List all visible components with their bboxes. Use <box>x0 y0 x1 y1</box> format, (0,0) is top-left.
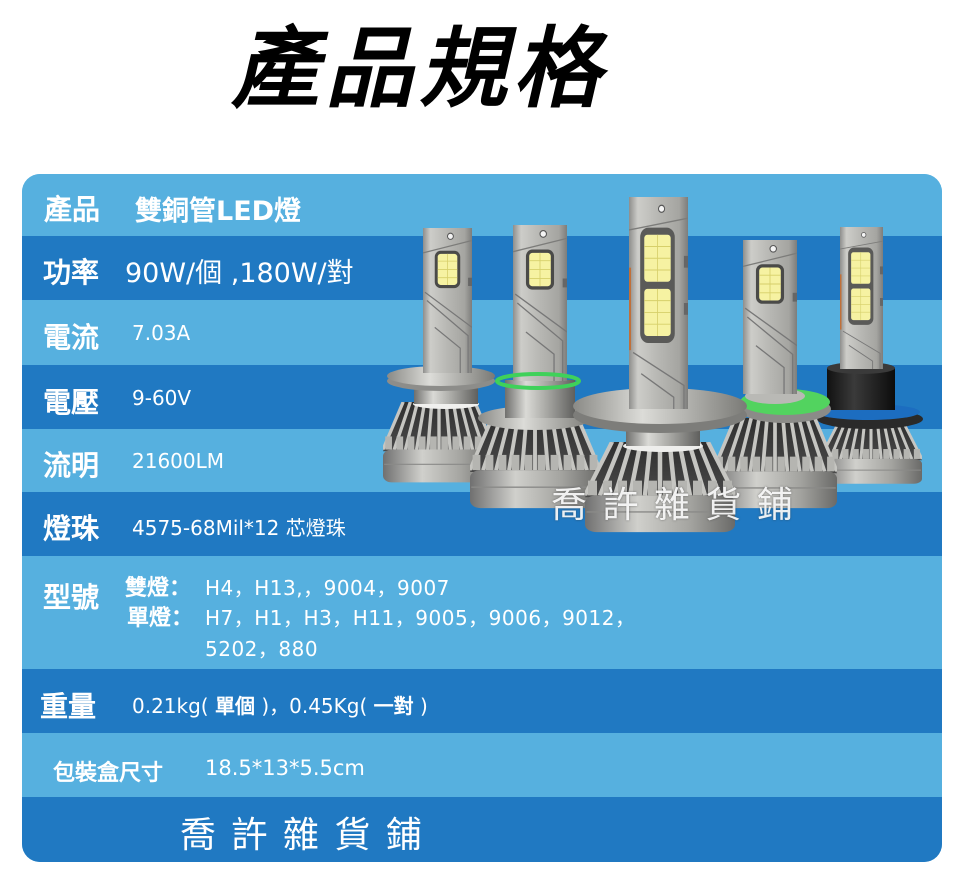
page-title: 產品規格 <box>226 17 627 120</box>
spec-row-current: 電流 7.03A <box>22 300 942 365</box>
spec-value: 21600LM <box>132 449 225 473</box>
spec-row-weight: 重量 0.21kg( 單個 )，0.45Kg( 一對 ) <box>22 669 942 733</box>
spec-label: 型號 <box>43 581 100 614</box>
shop-name: 喬 許 雜 貨 鋪 <box>180 815 424 856</box>
spec-label: 流明 <box>43 449 100 482</box>
spec-row-lumen: 流明 21600LM <box>22 429 942 492</box>
spec-label: 電流 <box>43 321 100 354</box>
spec-value: 雙銅管LED燈 <box>135 196 302 227</box>
spec-label: 電壓 <box>43 386 100 419</box>
spec-value: 90W/個 ,180W/對 <box>125 258 354 289</box>
spec-value: 9-60V <box>132 386 192 410</box>
spec-row-voltage: 電壓 9-60V <box>22 365 942 429</box>
weight-close: ) <box>413 694 428 718</box>
spec-row-led-chip: 燈珠 4575-68Mil*12 芯燈珠 <box>22 492 942 556</box>
model-single-line: H7，H1，H3，H11，9005，9006，9012， <box>205 606 636 630</box>
spec-label: 功率 <box>43 256 100 289</box>
spec-footer-row: 喬 許 雜 貨 鋪 <box>22 797 942 862</box>
spec-row-product: 產品 雙銅管LED燈 <box>22 174 942 236</box>
spec-value: 4575-68Mil*12 芯燈珠 <box>132 516 346 540</box>
model-single-label: 單燈： <box>127 606 194 631</box>
weight-single-unit: 單個 <box>214 694 255 718</box>
spec-row-package-size: 包裝盒尺寸 18.5*13*5.5cm <box>22 733 942 797</box>
spec-label: 產品 <box>44 193 101 226</box>
spec-value: 7.03A <box>132 321 191 345</box>
spec-row-model: 型號 雙燈： H4，H13,，9004，9007 單燈： H7，H1，H3，H1… <box>22 556 942 669</box>
spec-label: 燈珠 <box>43 512 100 545</box>
model-dual-line: H4，H13,，9004，9007 <box>205 576 450 600</box>
weight-single-value: 0.21kg( <box>132 694 215 718</box>
spec-row-power: 功率 90W/個 ,180W/對 <box>22 236 942 300</box>
spec-value: 18.5*13*5.5cm <box>205 756 365 780</box>
spec-value: 0.21kg( 單個 )，0.45Kg( 一對 ) <box>132 690 428 719</box>
spec-label: 重量 <box>40 690 97 723</box>
weight-pair-unit: 一對 <box>373 694 414 718</box>
spec-table: 產品 雙銅管LED燈 功率 90W/個 ,180W/對 電流 7.03A 電壓 … <box>22 174 942 862</box>
watermark-text: 喬 許 雜 貨 鋪 <box>551 485 795 526</box>
spec-label: 包裝盒尺寸 <box>53 761 164 786</box>
model-single-line: 5202，880 <box>205 637 319 661</box>
weight-pair-value: )，0.45Kg( <box>254 694 374 718</box>
model-dual-label: 雙燈： <box>125 576 192 601</box>
